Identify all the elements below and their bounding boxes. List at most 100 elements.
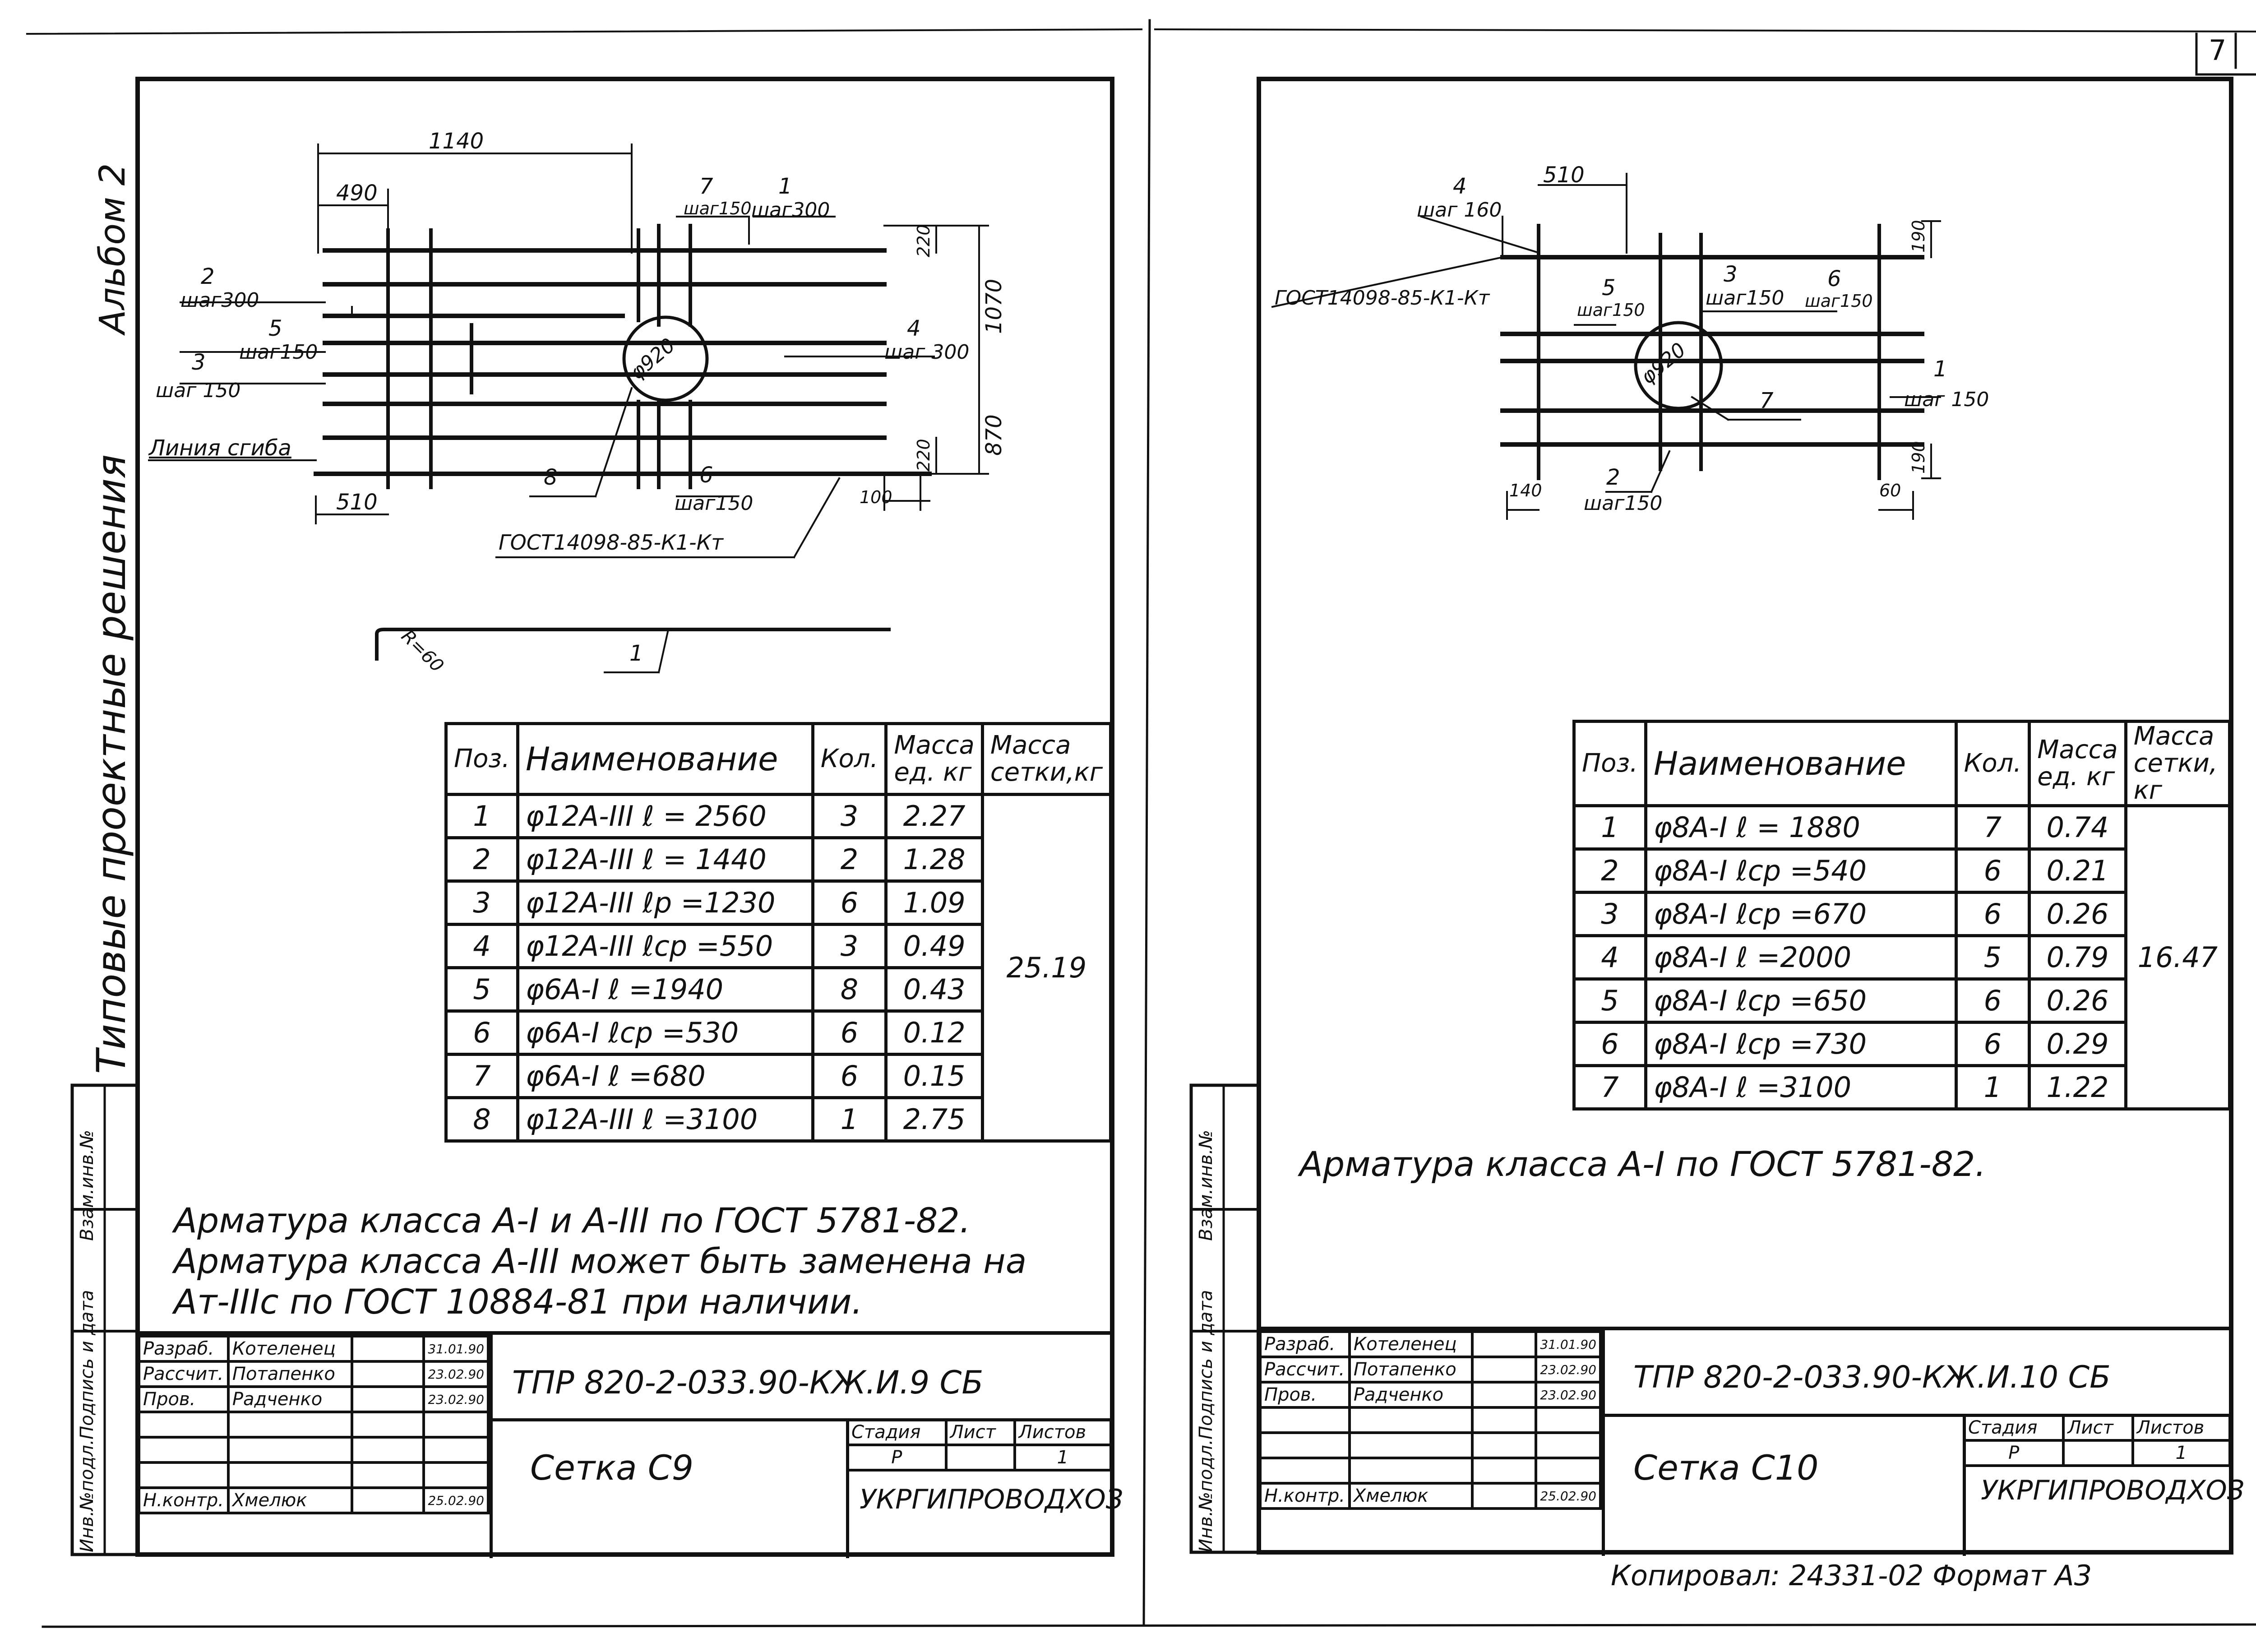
pos-3-label: 3 xyxy=(1724,262,1738,287)
spec-header-row: Поз. Наименование Кол. Масса ед. кг Масс… xyxy=(1572,720,2232,807)
bent-bar-label: 1 xyxy=(629,641,643,666)
pos-1-step: шаг 150 xyxy=(1904,388,1989,411)
table-row: 5 φ8А-І ℓср =650 6 0.26 xyxy=(1572,977,2230,1024)
table-row: 2 φ8А-І ℓср =540 6 0.21 xyxy=(1572,847,2230,894)
pos-3-label: 3 xyxy=(192,350,206,375)
pos-3-step: шаг 150 xyxy=(156,379,241,402)
dim-490: 490 xyxy=(336,180,378,206)
org-name: УКРГИПРОВОДХОЗ xyxy=(1981,1475,2245,1506)
hdr-pos: Поз. xyxy=(1572,720,1647,807)
pos-7-label: 7 xyxy=(1760,388,1774,413)
pos-7-step: шаг150 xyxy=(684,199,752,218)
side-stamp-1: Инв.№подл. xyxy=(77,1439,97,1552)
table-row: 4 φ12А-ІІІ ℓср =550 3 0.49 xyxy=(444,923,1111,969)
note-line-1: Арматура класса А-І и А-ІІІ по ГОСТ 5781… xyxy=(174,1200,971,1240)
dim-60: 60 xyxy=(1879,481,1901,500)
pos-4-step: шаг 300 xyxy=(884,341,970,364)
pos-5-label: 5 xyxy=(1602,275,1616,301)
pos-5-step: шаг150 xyxy=(1577,300,1645,320)
hdr-total-mass: Масса сетки,кг xyxy=(980,722,1113,796)
side-stamp-2: Подпись и дата xyxy=(77,1290,97,1439)
sign-row xyxy=(138,1461,490,1489)
dim-190-bottom: 190 xyxy=(1909,441,1928,474)
table-row: 5 φ6А-І ℓ =1940 8 0.43 xyxy=(444,966,1111,1013)
dim-870: 870 xyxy=(981,414,1007,456)
table-row: 2 φ12А-ІІІ ℓ = 1440 2 1.28 xyxy=(444,836,1111,883)
pos-6-label: 6 xyxy=(1827,266,1841,292)
hdr-unit-mass: Масса ед. кг xyxy=(884,722,984,796)
spec-header-row: Поз. Наименование Кол. Масса ед. кг Масс… xyxy=(444,722,1113,796)
sign-row xyxy=(1259,1431,1602,1459)
left-spec-table: Поз. Наименование Кол. Масса ед. кг Масс… xyxy=(444,722,1113,1143)
note-line-2: Арматура класса А-ІІІ может быть заменен… xyxy=(174,1241,1027,1281)
pos-8-label: 8 xyxy=(544,465,558,490)
pos-5-step: шаг150 xyxy=(239,341,318,364)
table-row: 1 φ8А-І ℓ = 1880 7 0.74 16.47 xyxy=(1572,804,2232,1111)
drawing-title: Сетка С10 xyxy=(1633,1448,1819,1488)
pos-2-label: 2 xyxy=(1606,465,1620,490)
hdr-qty: Кол. xyxy=(1954,720,2031,807)
pos-5-label: 5 xyxy=(268,316,282,341)
dim-1070: 1070 xyxy=(981,278,1007,334)
side-stamp-2: Подпись и дата xyxy=(1196,1290,1216,1439)
sign-row xyxy=(1259,1406,1602,1434)
pos-3-step: шаг150 xyxy=(1706,287,1784,310)
pos-1-step: шаг300 xyxy=(751,199,830,222)
gost-label: ГОСТ14098-85-К1-Кт xyxy=(499,530,724,555)
hdr-total-mass: Масса сетки, кг xyxy=(2124,720,2232,807)
table-row: 7 φ8А-І ℓ =3100 1 1.22 xyxy=(1572,1064,2230,1111)
note-line-3: Ат-ІІІс по ГОСТ 10884-81 при наличии. xyxy=(174,1282,863,1322)
table-row: 4 φ8А-І ℓ =2000 5 0.79 xyxy=(1572,934,2230,981)
side-stamp-1: Инв.№подл. xyxy=(1196,1439,1216,1552)
pos-4-label: 4 xyxy=(907,316,921,341)
total-mass: 25.19 xyxy=(980,793,1113,1143)
hdr-pos: Поз. xyxy=(444,722,519,796)
pos-2-step: шаг150 xyxy=(1584,492,1663,515)
bend-line-label: Линия сгиба xyxy=(149,435,291,461)
hdr-qty: Кол. xyxy=(811,722,888,796)
pos-4-label: 4 xyxy=(1453,174,1467,199)
table-row: 7 φ6А-І ℓ =680 6 0.15 xyxy=(444,1053,1111,1099)
dim-220-bottom: 220 xyxy=(914,439,934,472)
sign-row xyxy=(138,1436,490,1464)
right-spec-table: Поз. Наименование Кол. Масса ед. кг Масс… xyxy=(1572,720,2232,1111)
sign-row xyxy=(1259,1457,1602,1485)
drawing-code: ТПР 820-2-033.90-КЖ.И.10 СБ xyxy=(1633,1360,2111,1395)
dim-190-top: 190 xyxy=(1909,220,1928,253)
drawing-title: Сетка С9 xyxy=(530,1448,694,1488)
hdr-name: Наименование xyxy=(516,722,814,796)
footer-copy: Копировал: 24331-02 Формат А3 xyxy=(1611,1559,2092,1592)
pos-2-label: 2 xyxy=(201,264,215,289)
pos-6-step: шаг150 xyxy=(1805,291,1873,311)
note-line-1: Арматура класса А-І по ГОСТ 5781-82. xyxy=(1299,1144,1986,1184)
pos-6-step: шаг150 xyxy=(675,492,754,515)
album-label: Альбом 2 xyxy=(92,163,133,334)
dim-1140: 1140 xyxy=(429,129,484,154)
dim-140: 140 xyxy=(1509,481,1542,500)
dim-100: 100 xyxy=(860,487,892,507)
hdr-name: Наименование xyxy=(1644,720,1958,807)
dim-510: 510 xyxy=(1543,162,1585,188)
table-row: 8 φ12А-ІІІ ℓ =3100 1 2.75 xyxy=(444,1096,1111,1143)
pos-1-label: 1 xyxy=(1933,356,1947,382)
series-label: Типовые проектные решения xyxy=(88,454,134,1074)
dim-510: 510 xyxy=(336,490,378,515)
side-stamp-3: Взам.инв.№ xyxy=(1196,1129,1216,1241)
total-mass: 16.47 xyxy=(2124,804,2232,1111)
page-number: 7 xyxy=(2209,34,2227,67)
pos-1-label: 1 xyxy=(778,174,792,199)
drawing-code: ТПР 820-2-033.90-КЖ.И.9 СБ xyxy=(512,1364,984,1401)
